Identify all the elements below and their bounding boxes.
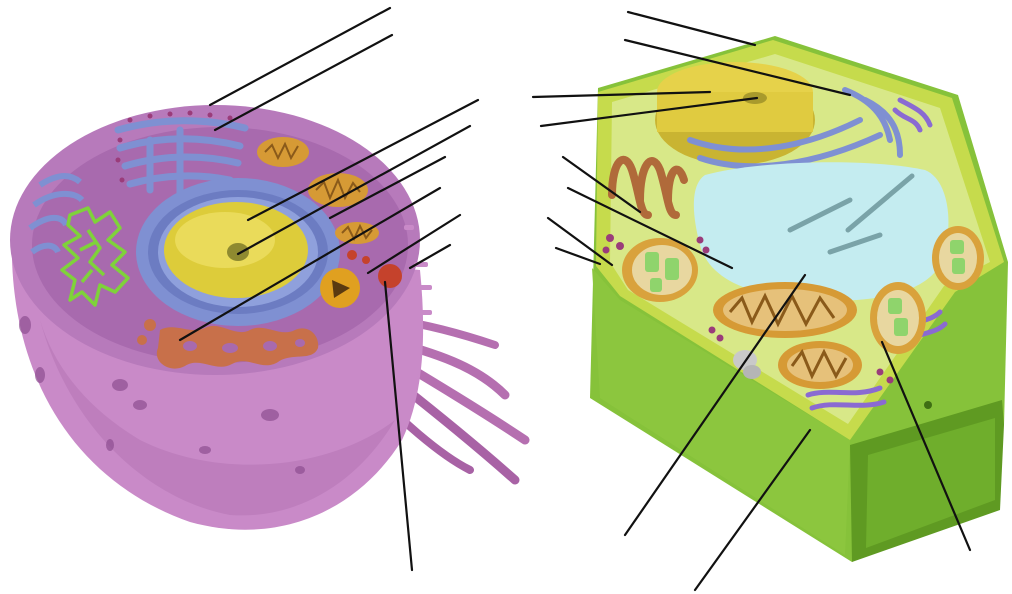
plant-cell: [590, 36, 1008, 562]
animal-cell: [10, 105, 525, 530]
vesicle: [347, 250, 357, 260]
vesicle: [144, 319, 156, 331]
leader-line: [215, 35, 392, 130]
vesicle: [362, 256, 370, 264]
central-vacuole: [694, 162, 949, 301]
nucleolus: [227, 243, 249, 261]
nucleus-highlight: [175, 212, 275, 268]
vesicle: [378, 264, 402, 288]
leader-line: [628, 12, 755, 45]
vesicle: [137, 335, 147, 345]
leader-line: [210, 8, 390, 105]
mitochondrion: [257, 137, 309, 167]
plasmodesma: [924, 401, 932, 409]
plant-starch-granule: [743, 365, 761, 379]
plant-nucleus-body: [657, 92, 813, 132]
